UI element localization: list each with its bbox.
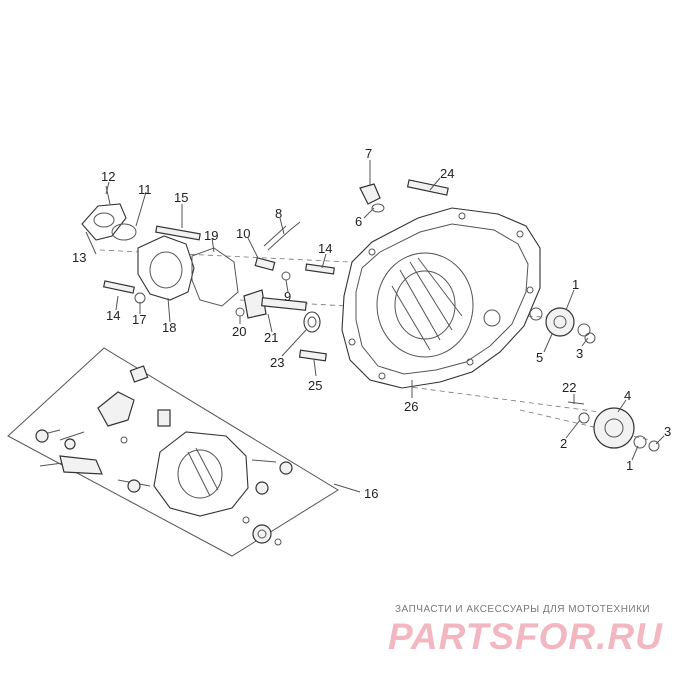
side-cover-26 [341,207,541,389]
callout-17: 17 [132,312,146,327]
callout-21: 21 [264,330,278,345]
callout-18: 18 [162,320,176,335]
callout-11: 11 [138,182,152,197]
callout-5: 5 [536,350,543,365]
leader-lines [85,160,665,493]
callout-26: 26 [404,399,418,414]
callout-10: 10 [236,226,250,241]
callout-14: 14 [106,308,120,323]
callout-3b: 3 [664,424,671,439]
callout-8: 8 [275,206,282,221]
callout-23: 23 [270,355,284,370]
callout-14b: 14 [318,241,332,256]
inset-kit-16 [7,347,339,557]
callout-7: 7 [365,146,372,161]
callout-25: 25 [308,378,322,393]
callout-1: 1 [572,277,579,292]
watermark-tagline: ЗАПЧАСТИ И АКСЕССУАРЫ ДЛЯ МОТОТЕХНИКИ [395,604,651,615]
callout-2: 2 [560,436,567,451]
callout-16: 16 [364,486,378,501]
gears-right [529,307,660,452]
callout-15: 15 [174,190,188,205]
callout-4: 4 [624,388,631,403]
callout-1b: 1 [626,458,633,473]
callout-13: 13 [72,250,86,265]
part-callouts: 12 11 15 19 13 10 8 9 14 17 18 20 21 23 … [72,146,671,501]
callout-24: 24 [440,166,454,181]
callout-9: 9 [284,289,291,304]
callout-6: 6 [355,214,362,229]
pump-parts-left [81,179,449,362]
callout-12: 12 [101,169,115,184]
watermark-brand-logo: PARTSFOR.RU [388,616,663,657]
callout-22: 22 [562,380,576,395]
callout-19: 19 [204,228,218,243]
callout-20: 20 [232,324,246,339]
callout-3: 3 [576,346,583,361]
